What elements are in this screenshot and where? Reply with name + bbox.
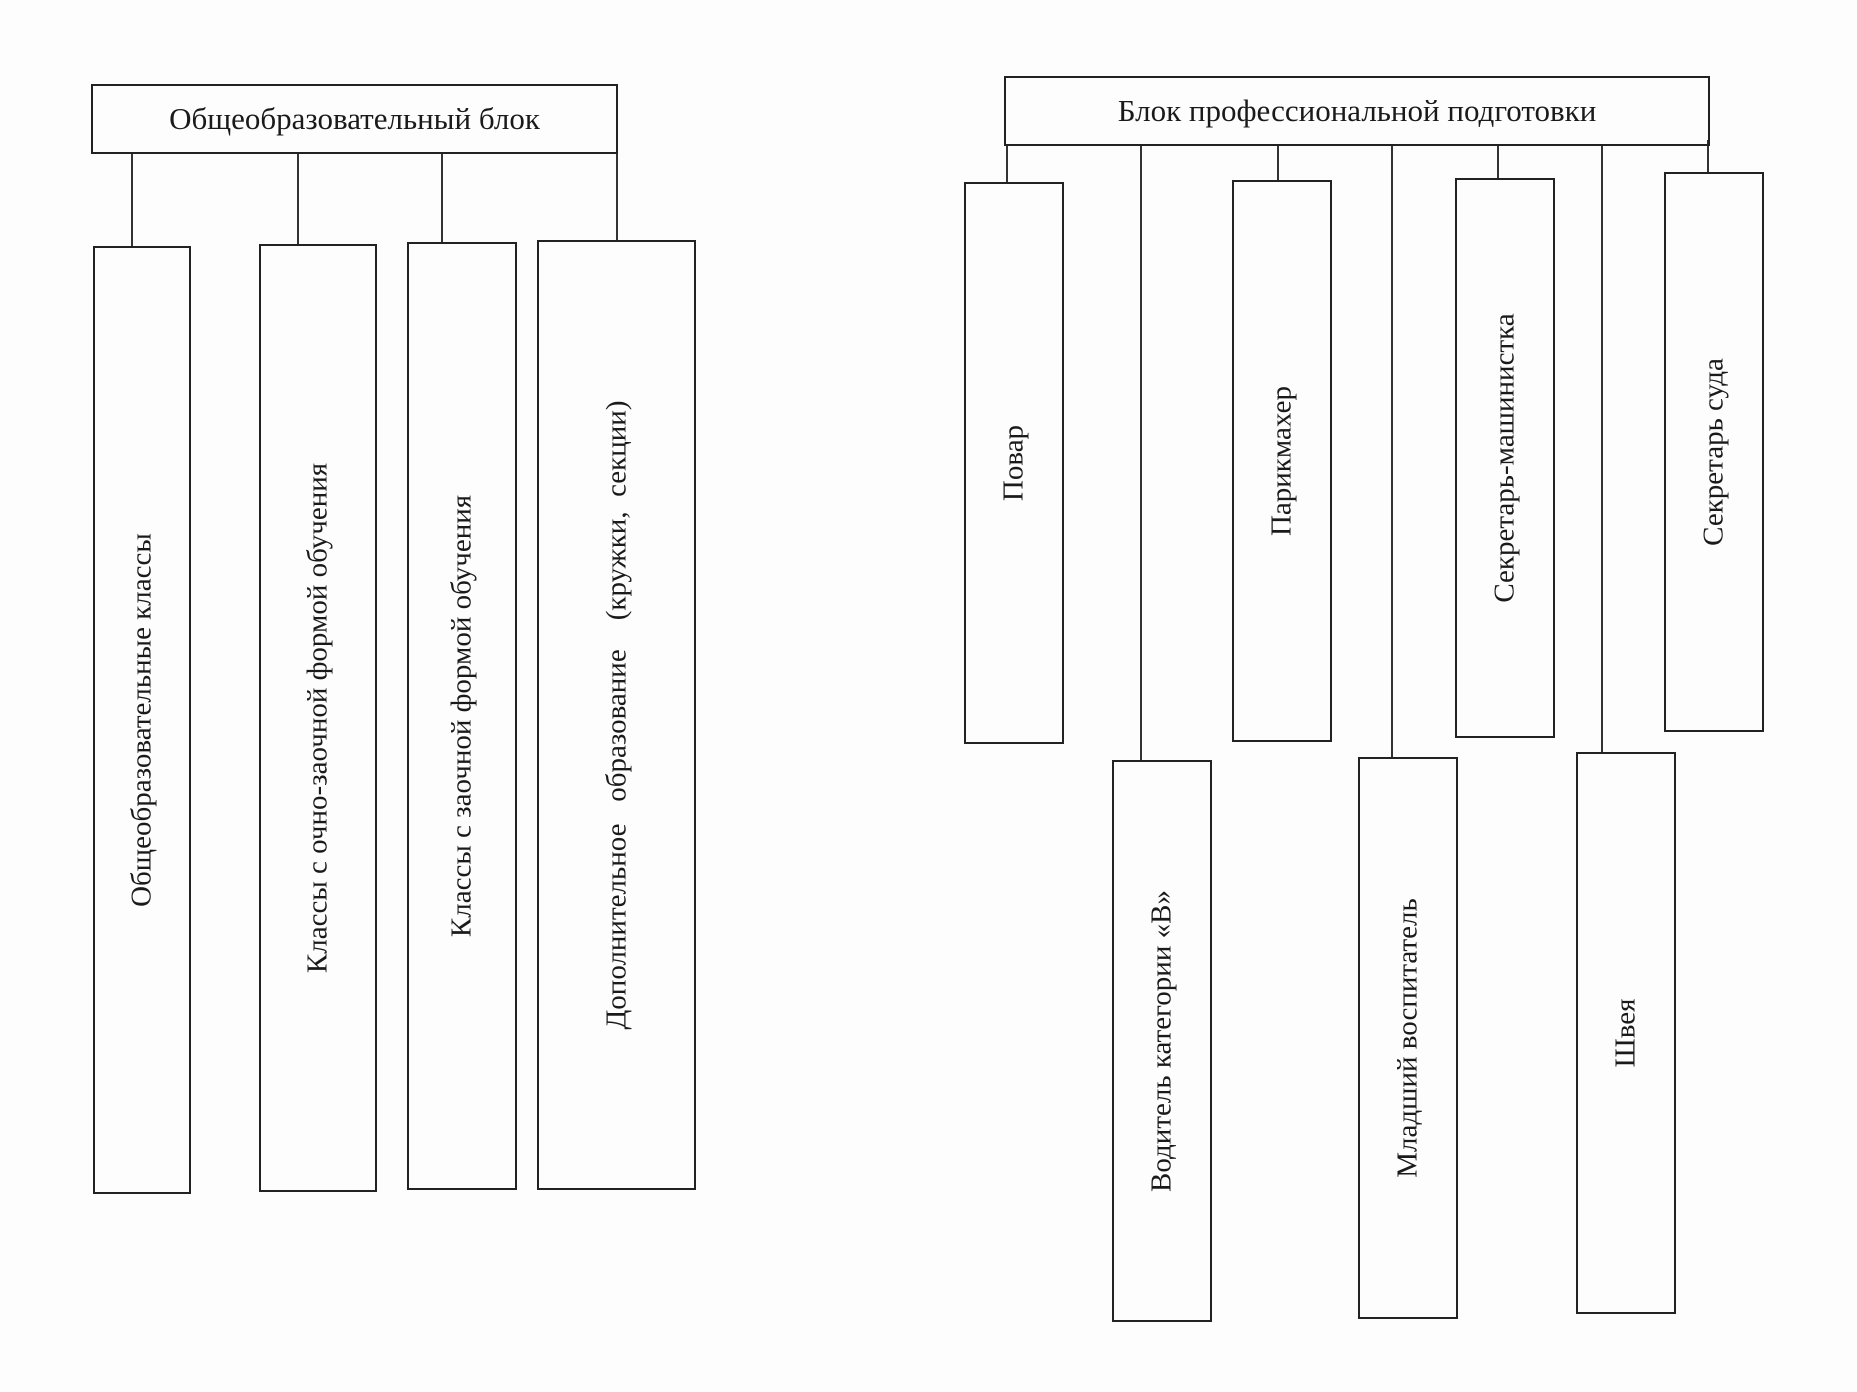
left-item-part-time-classes: Классы с очно-заочной формой обучения bbox=[259, 244, 377, 1192]
right-item-label: Секретарь суда bbox=[1697, 358, 1730, 546]
right-item-junior-educator: Младший воспитатель bbox=[1358, 757, 1458, 1319]
right-item-label: Швея bbox=[1609, 998, 1642, 1068]
left-item-correspondence-classes: Классы с заочной формой обучения bbox=[407, 242, 517, 1190]
left-item-label: Классы с очно-заочной формой обучения bbox=[301, 462, 334, 974]
left-item-label: Дополнительное образование (кружки, секц… bbox=[600, 400, 632, 1030]
right-block-header: Блок профессиональной подготовки bbox=[1004, 76, 1710, 146]
left-block-header: Общеобразовательный блок bbox=[91, 84, 618, 154]
left-block-title: Общеобразовательный блок bbox=[169, 101, 540, 136]
right-item-label: Младший воспитатель bbox=[1391, 898, 1424, 1178]
right-item-label: Повар bbox=[997, 424, 1030, 502]
right-item-hairdresser: Парикмахер bbox=[1232, 180, 1332, 742]
right-item-driver: Водитель категории «В» bbox=[1112, 760, 1212, 1322]
left-item-label: Общеобразовательные классы bbox=[125, 533, 158, 907]
right-block-title: Блок профессиональной подготовки bbox=[1117, 93, 1597, 128]
left-item-general-classes: Общеобразовательные классы bbox=[93, 246, 191, 1194]
right-item-label: Парикмахер bbox=[1265, 385, 1298, 537]
right-item-court-secretary: Секретарь суда bbox=[1664, 172, 1764, 732]
right-item-label: Водитель категории «В» bbox=[1145, 890, 1178, 1192]
right-item-label: Секретарь-машинистка bbox=[1488, 313, 1521, 603]
right-item-cook: Повар bbox=[964, 182, 1064, 744]
left-item-label: Классы с заочной формой обучения bbox=[445, 494, 478, 938]
right-item-seamstress: Швея bbox=[1576, 752, 1676, 1314]
left-item-additional-education: Дополнительное образование (кружки, секц… bbox=[537, 240, 696, 1190]
right-item-typist: Секретарь-машинистка bbox=[1455, 178, 1555, 738]
